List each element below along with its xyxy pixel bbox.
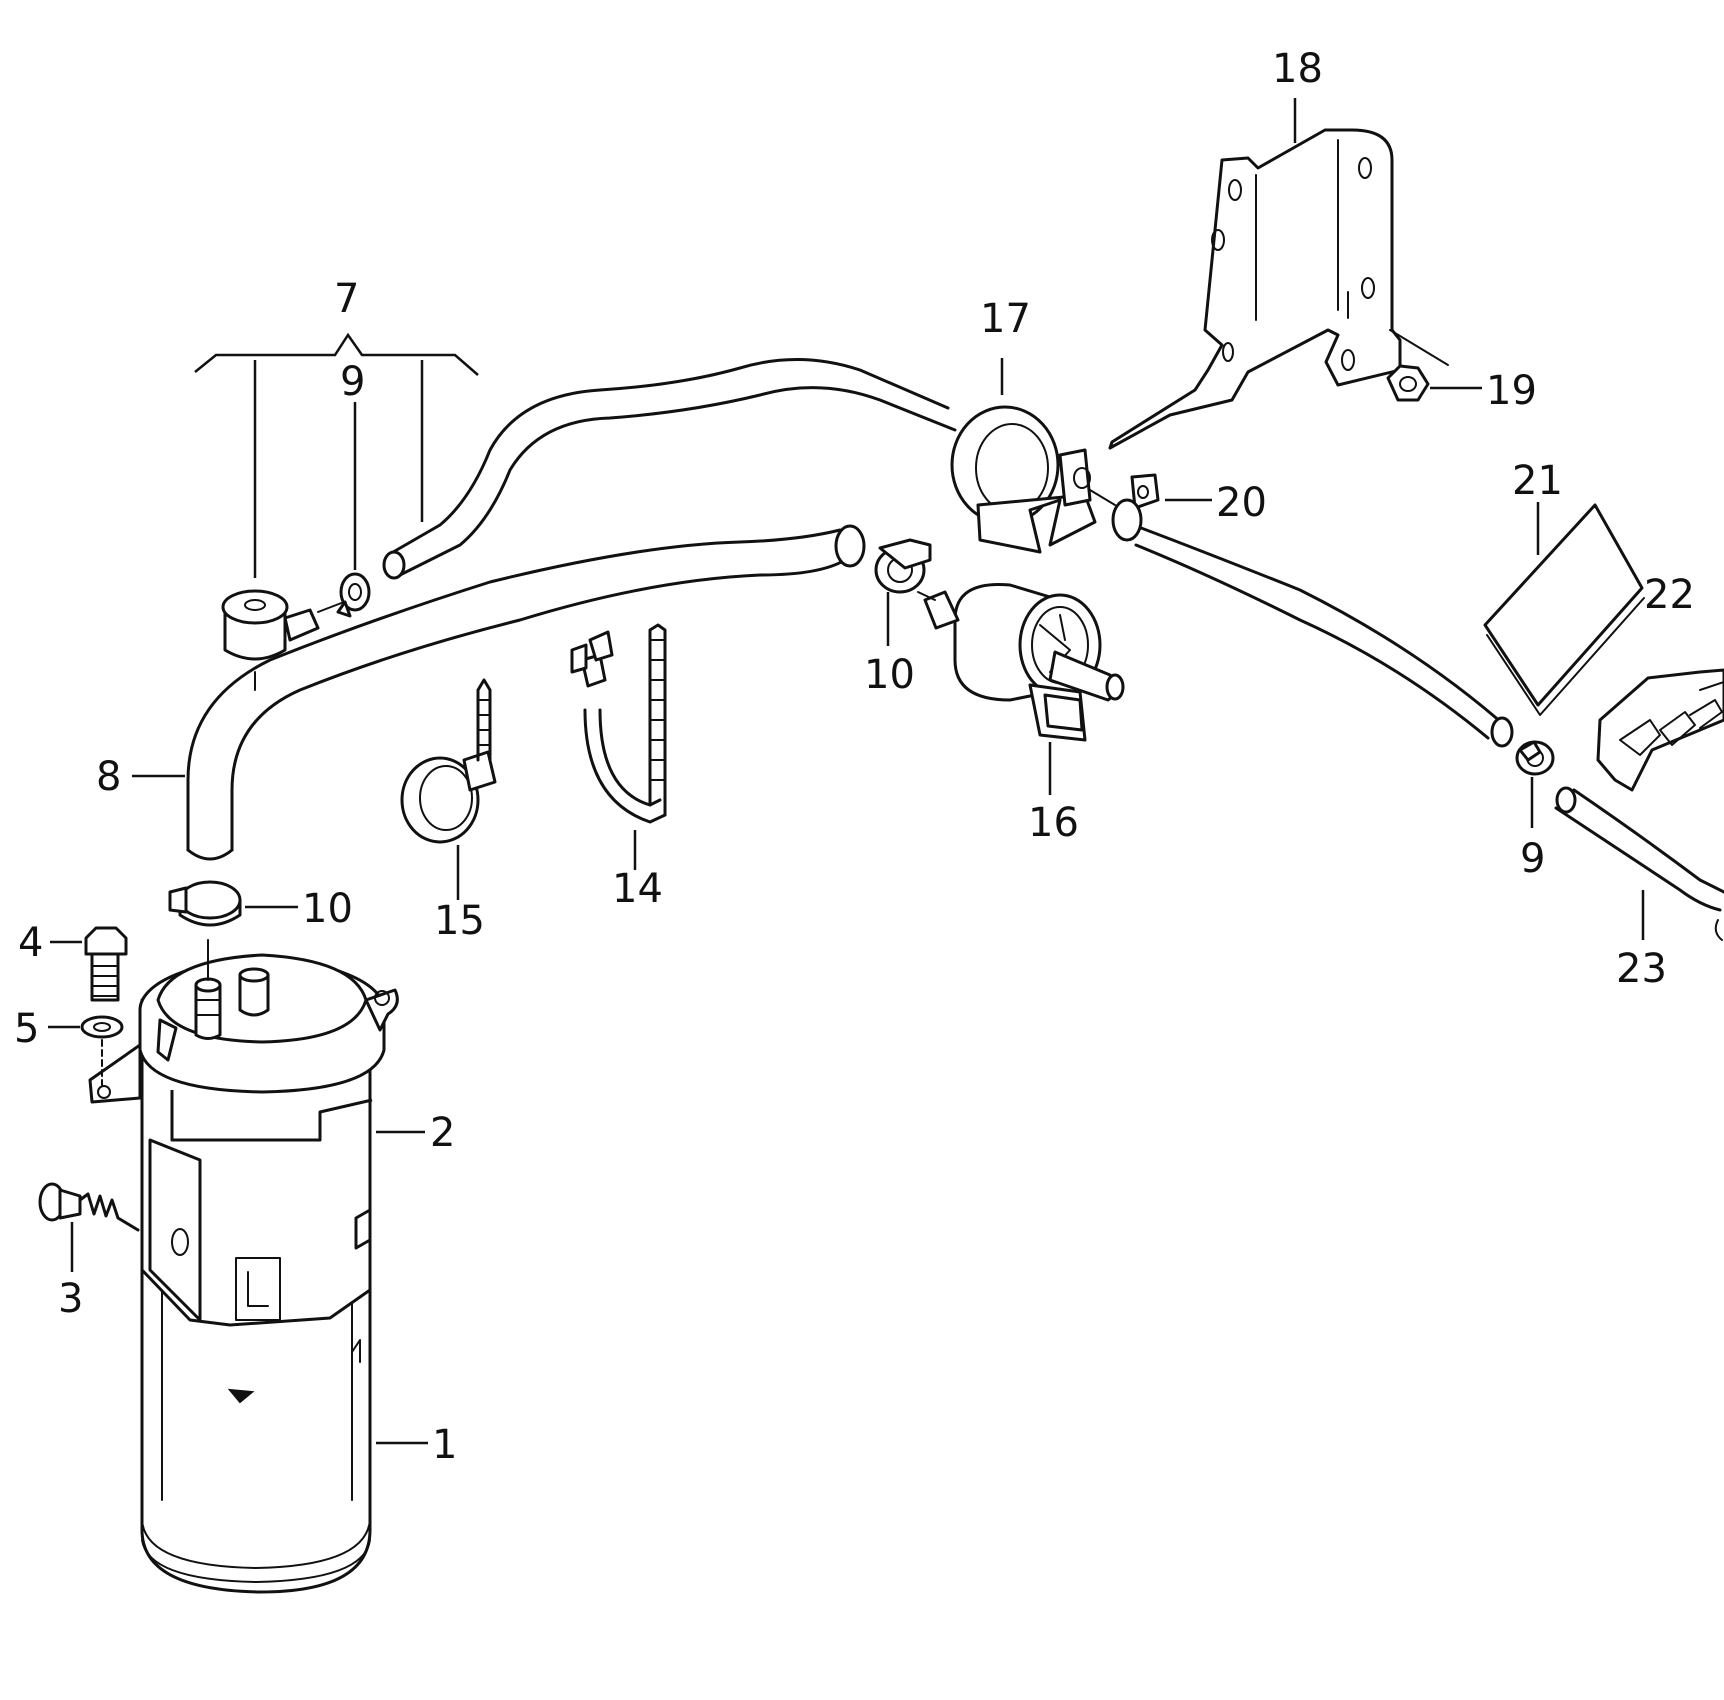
callout-3: 3	[58, 1276, 83, 1322]
part-16-valve	[917, 582, 1125, 742]
callout-5: 5	[14, 1006, 39, 1052]
callout-21: 21	[1512, 458, 1563, 504]
part-21-pad	[1483, 503, 1645, 716]
callout-16: 16	[1028, 800, 1079, 846]
callout-8: 8	[96, 754, 121, 800]
part-14-cable-tie	[570, 623, 667, 824]
callout-9-right: 9	[1520, 836, 1545, 882]
callout-18: 18	[1272, 46, 1323, 92]
part-18-bracket	[1108, 128, 1449, 450]
callout-15: 15	[434, 898, 485, 944]
callout-10-lower: 10	[302, 886, 353, 932]
part-9-clamp-right	[1515, 740, 1555, 776]
part-23-hose	[1554, 786, 1724, 941]
hose-upper	[382, 358, 957, 580]
callout-labels: 1 2 3 4 5 7 9 8 10 10 14 15 16 17 18 19 …	[14, 46, 1695, 1468]
part-7-connector	[221, 572, 371, 691]
part-3-screw	[38, 1182, 140, 1232]
part-8-hose	[186, 524, 866, 861]
part-2-canister-housing	[88, 939, 399, 1327]
callout-10-upper: 10	[864, 652, 915, 698]
callout-2: 2	[430, 1110, 455, 1156]
part-4-bolt	[84, 926, 128, 1002]
callout-1: 1	[432, 1422, 457, 1468]
part-20-clip	[1130, 473, 1160, 510]
callout-7: 7	[334, 276, 359, 322]
part-19-nut	[1386, 364, 1430, 402]
part-10-clamp-lower	[168, 880, 242, 927]
part-17-holder	[950, 405, 1116, 554]
part-15-strap-clip	[400, 678, 497, 844]
part-22-connector	[1596, 668, 1724, 792]
callout-20: 20	[1216, 480, 1267, 526]
callout-9-left: 9	[340, 359, 365, 405]
leader-lines	[48, 98, 1645, 1445]
callout-4: 4	[18, 920, 43, 966]
callout-14: 14	[612, 866, 663, 912]
callout-22: 22	[1644, 572, 1695, 618]
part-5-washer	[80, 1015, 124, 1086]
callout-23: 23	[1616, 946, 1667, 992]
callout-19: 19	[1486, 368, 1537, 414]
part-10-clamp-upper	[874, 538, 932, 594]
callout-17: 17	[980, 296, 1031, 342]
hose-right	[1111, 498, 1514, 748]
